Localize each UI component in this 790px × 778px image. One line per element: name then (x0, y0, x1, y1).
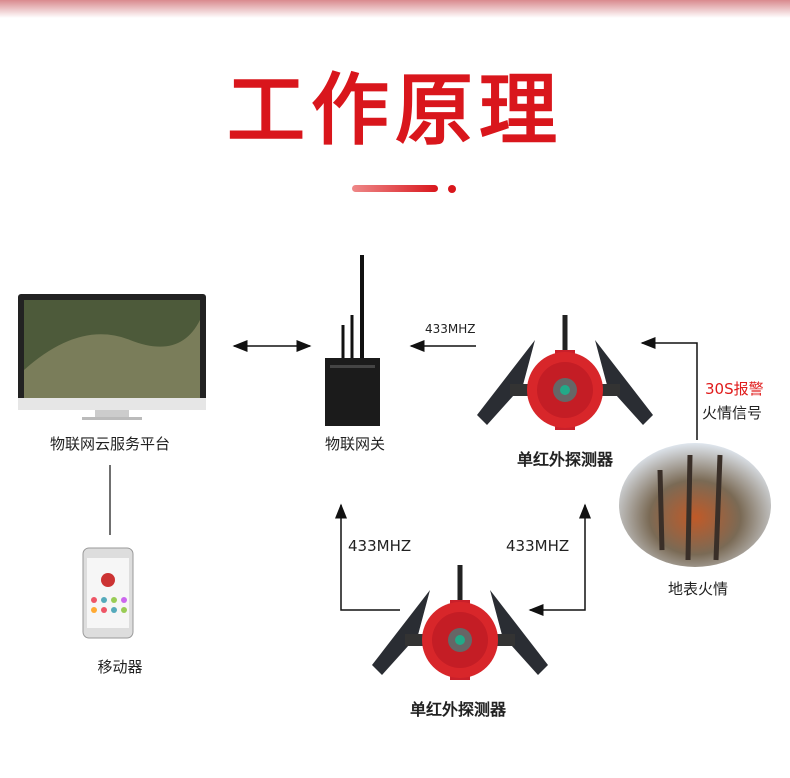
phone-icon (82, 547, 134, 639)
freq-right-label: 433MHZ (506, 537, 570, 555)
arrow-detector2-gateway (335, 503, 400, 611)
detector-bottom-label: 单红外探测器 (409, 700, 507, 719)
alarm-label: 30S报警 (705, 380, 764, 398)
arrow-detector2-detector1 (528, 503, 591, 616)
monitor-icon (18, 294, 206, 420)
freq-left-label: 433MHZ (348, 537, 412, 555)
gateway-icon (325, 255, 380, 426)
page-title: 工作原理 (226, 66, 563, 156)
fire-label: 地表火情 (667, 580, 729, 598)
detector-top-icon (477, 315, 653, 430)
signal-label: 火情信号 (702, 404, 763, 422)
mobile-label: 移动器 (97, 658, 143, 676)
detector-top-label: 单红外探测器 (516, 450, 614, 469)
gateway-label: 物联网关 (324, 435, 386, 453)
top-band (0, 0, 790, 18)
fire-image (619, 443, 771, 567)
arrow-fire-detector (640, 337, 698, 440)
freq-top-label: 433MHZ (425, 322, 476, 336)
detector-bottom-icon (372, 565, 548, 680)
title-dot (448, 185, 456, 193)
cloud-platform-label: 物联网云服务平台 (49, 435, 171, 453)
title-underline (352, 185, 438, 192)
trees (657, 454, 723, 561)
